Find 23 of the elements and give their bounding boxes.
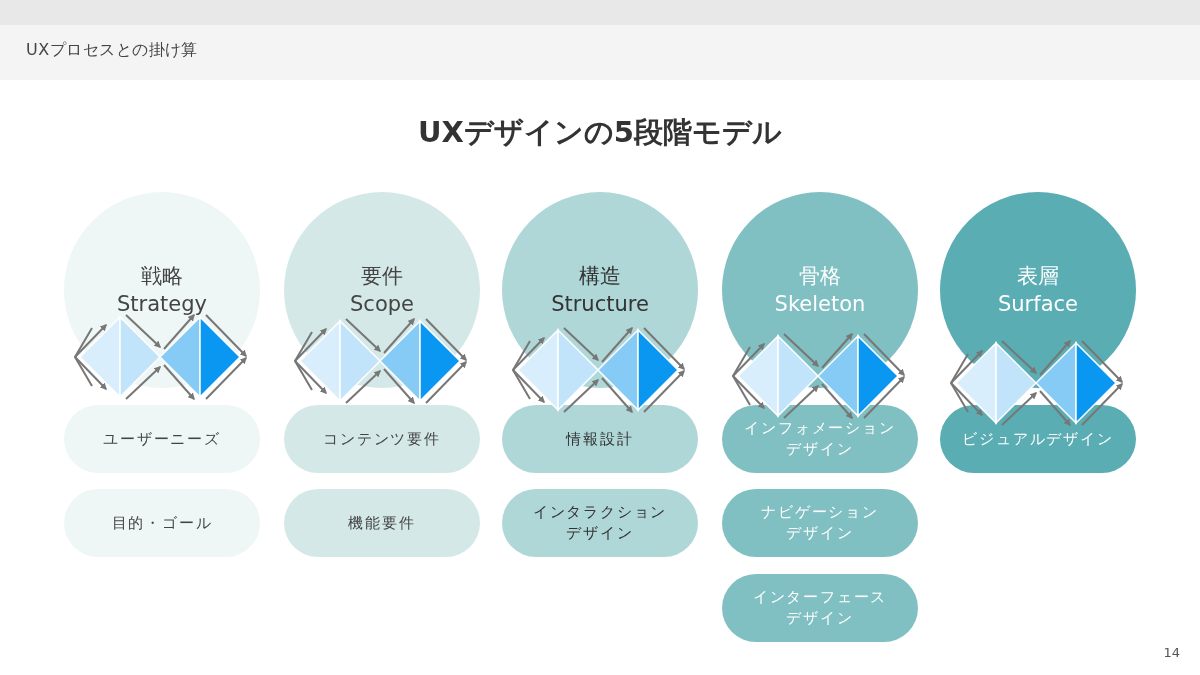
stage-name: 戦略: [140, 263, 184, 290]
stage-name: 骨格: [798, 263, 842, 290]
stage-name: 表層: [1016, 263, 1060, 290]
element-pill: インターフェースデザイン: [722, 574, 918, 642]
stage-subtitle: Surface: [997, 291, 1079, 318]
element-pill: ナビゲーションデザイン: [722, 489, 918, 557]
stage-subtitle: Skeleton: [773, 291, 867, 318]
stage-subtitle: Structure: [550, 291, 650, 318]
page-number: 14: [1162, 645, 1180, 660]
element-pill: 目的・ゴール: [64, 489, 260, 557]
element-pill: ビジュアルデザイン: [940, 405, 1136, 473]
element-pill: インタラクションデザイン: [502, 489, 698, 557]
stage-name: 構造: [578, 263, 622, 290]
title: UXデザインの5段階モデル: [416, 114, 784, 151]
element-pill: インフォメーションデザイン: [722, 405, 918, 473]
header-text: UXプロセスとの掛け算: [26, 40, 198, 61]
stage-subtitle: Strategy: [116, 291, 208, 318]
element-pill: コンテンツ要件: [284, 405, 480, 473]
stage-subtitle: Scope: [349, 291, 415, 318]
stage-name: 要件: [360, 263, 404, 290]
element-pill: 機能要件: [284, 489, 480, 557]
element-pill: 情報設計: [502, 405, 698, 473]
element-pill: ユーザーニーズ: [64, 405, 260, 473]
